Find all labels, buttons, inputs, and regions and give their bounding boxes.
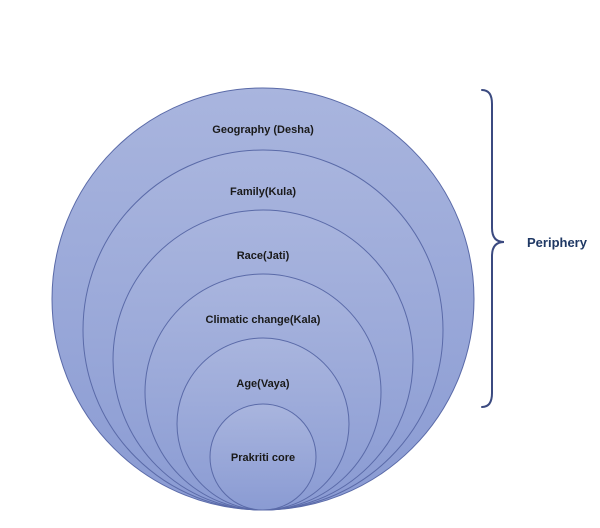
label-age: Age(Vaya) xyxy=(236,378,290,390)
label-prakriti-core: Prakriti core xyxy=(231,452,295,464)
periphery-label: Periphery xyxy=(527,235,588,250)
label-geography: Geography (Desha) xyxy=(212,124,314,136)
label-race: Race(Jati) xyxy=(237,250,290,262)
rings-group xyxy=(51,87,475,511)
ring-prakriti-core xyxy=(209,403,317,511)
label-family: Family(Kula) xyxy=(230,186,296,198)
ring-labels: Geography (Desha) Family(Kula) Race(Jati… xyxy=(206,124,321,464)
label-climatic-change: Climatic change(Kala) xyxy=(206,314,321,326)
right-curly-brace xyxy=(481,89,505,408)
